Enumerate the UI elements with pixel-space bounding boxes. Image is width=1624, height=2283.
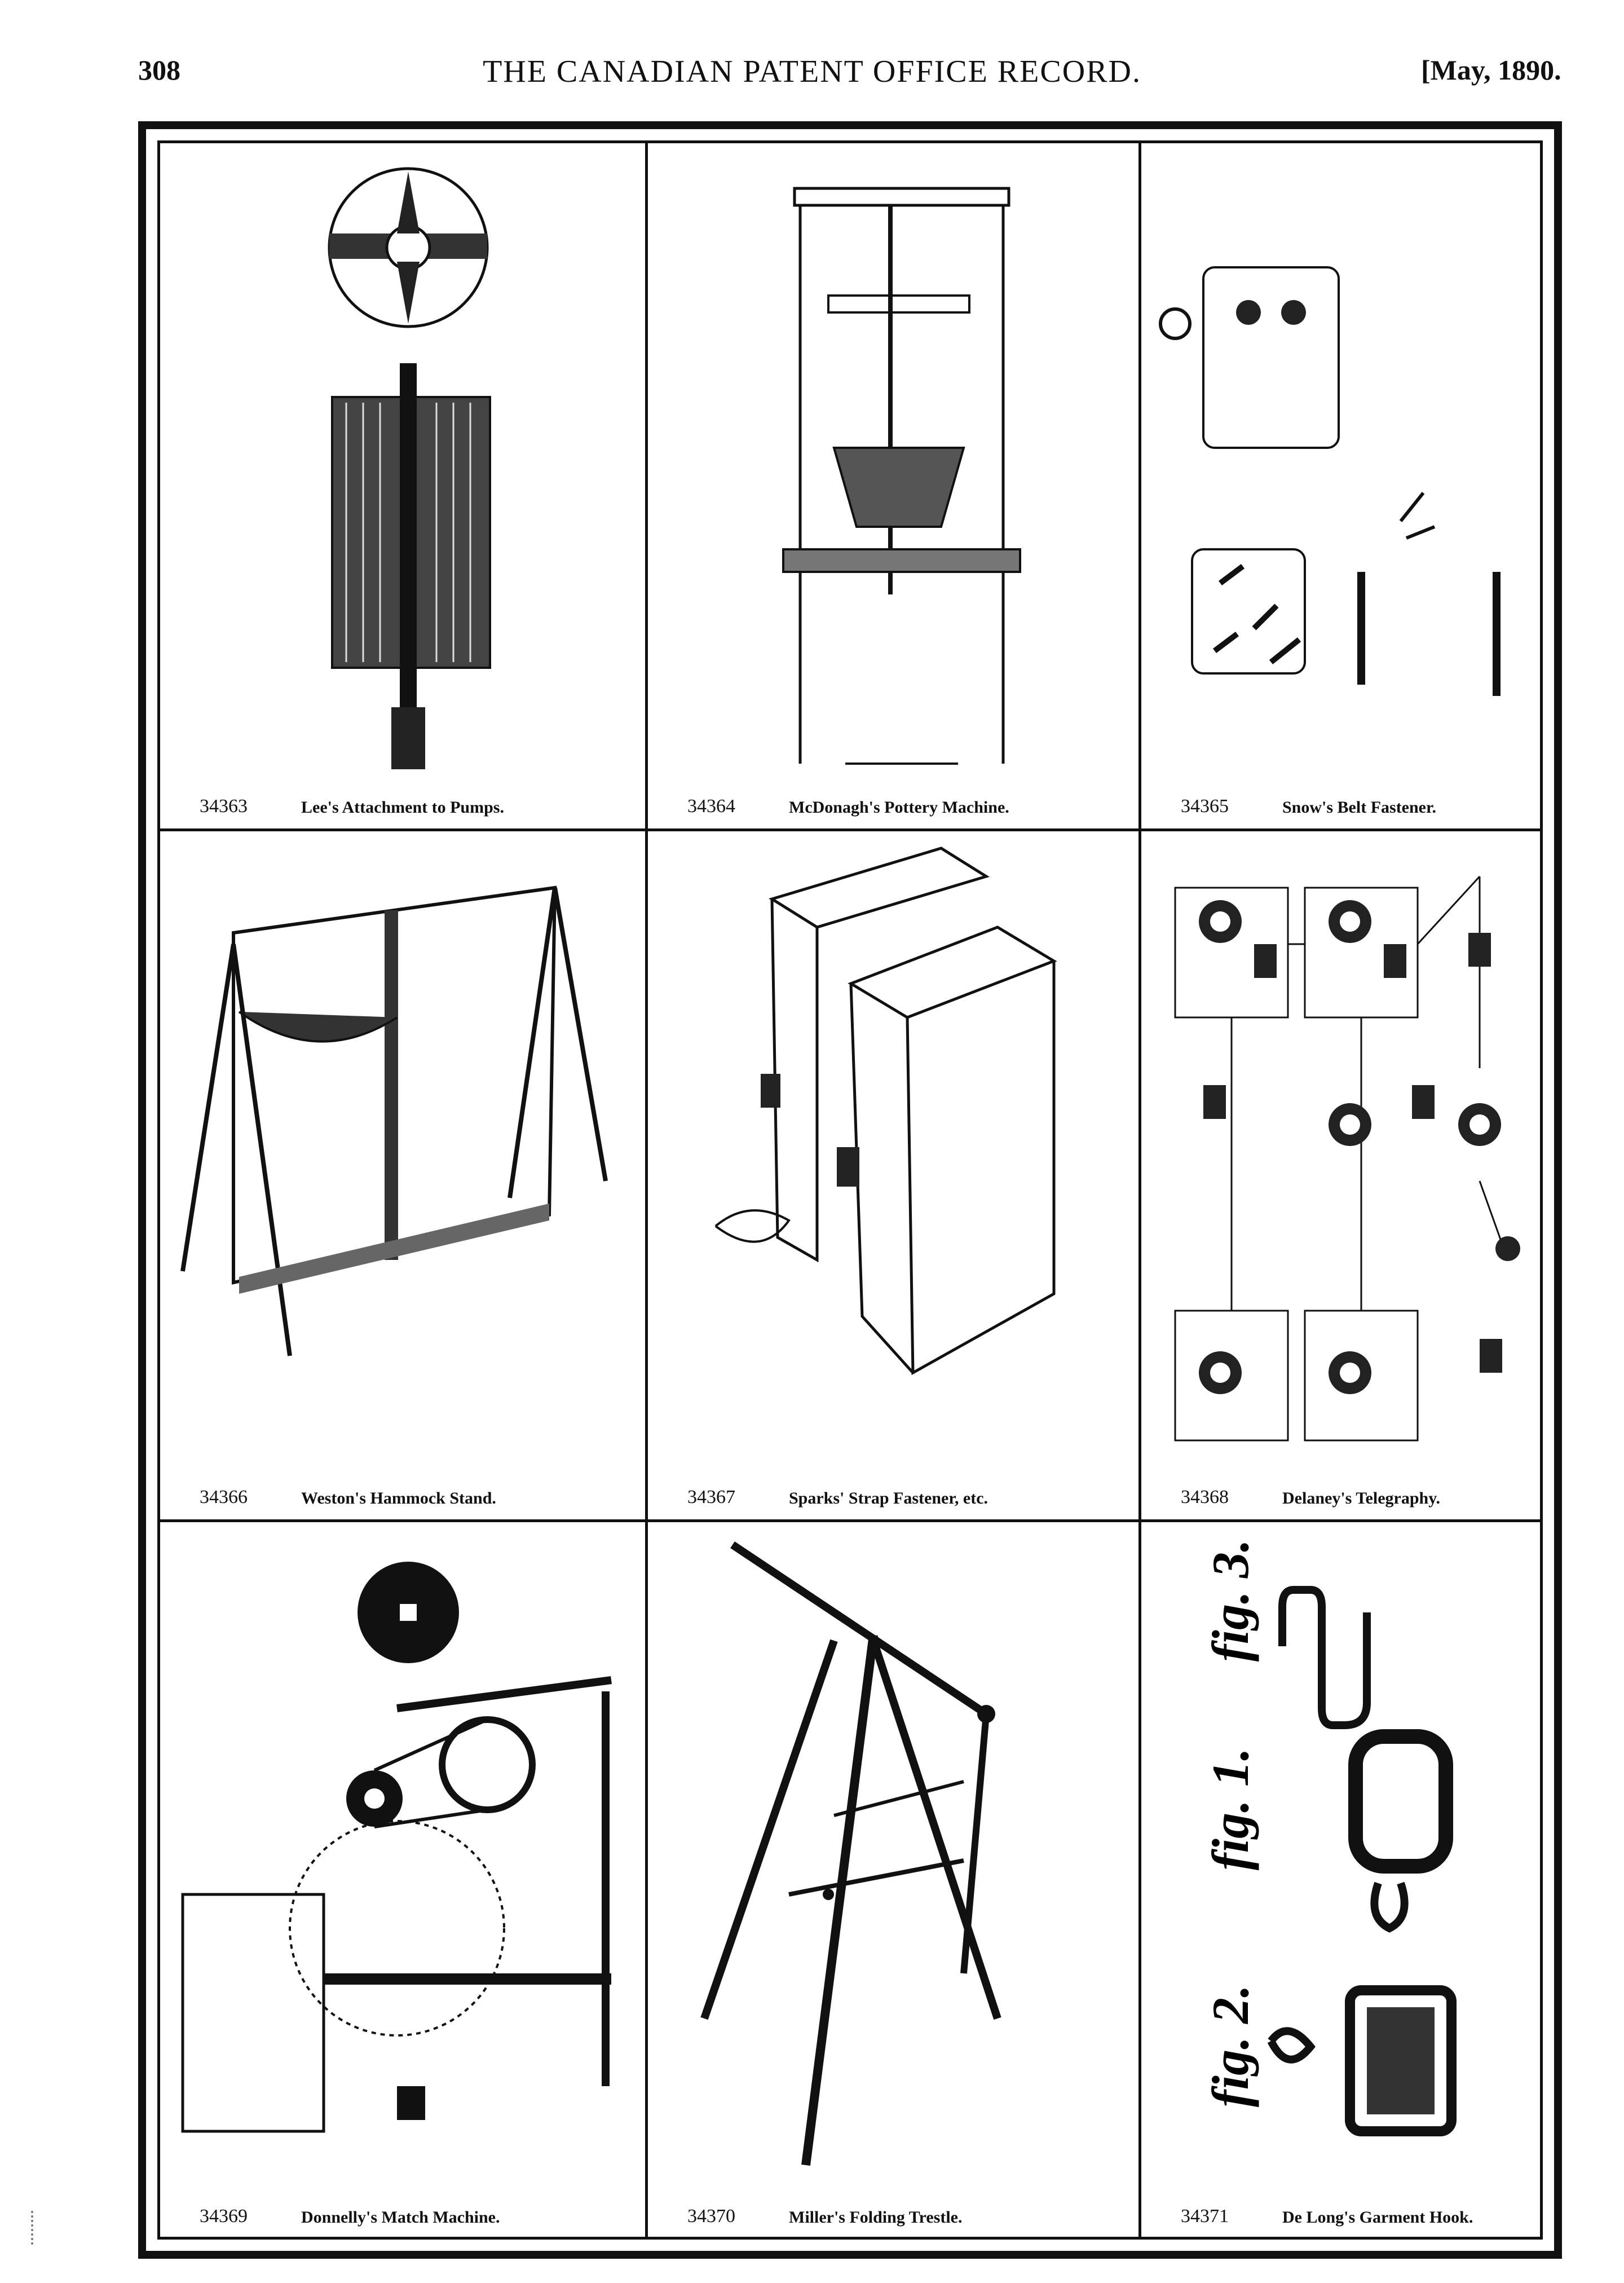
grid-divider-h2 bbox=[160, 1519, 1540, 1522]
plate-frame: 34363 Lee's Attachment to Pumps. 3 bbox=[138, 121, 1562, 2259]
patent-title: Lee's Attachment to Pumps. bbox=[301, 798, 504, 817]
fig-label-1: fig. 1. bbox=[1202, 1748, 1259, 1871]
patent-number: 34365 bbox=[1181, 796, 1229, 817]
patent-number: 34370 bbox=[687, 2206, 735, 2227]
patent-title: Donnelly's Match Machine. bbox=[301, 2208, 500, 2227]
patent-cell-34369: 34369 Donnelly's Match Machine. bbox=[160, 1522, 645, 2238]
folding-trestle-drawing bbox=[700, 1541, 1001, 2166]
patent-caption: 34365 Snow's Belt Fastener. bbox=[1141, 790, 1556, 817]
belt-fastener-drawing bbox=[1159, 266, 1501, 696]
patent-caption: 34368 Delaney's Telegraphy. bbox=[1141, 1481, 1556, 1508]
patent-cell-34367: 34367 Sparks' Strap Fastener, etc. bbox=[648, 831, 1138, 1519]
patent-title: Sparks' Strap Fastener, etc. bbox=[789, 1489, 988, 1508]
patent-title: Delaney's Telegraphy. bbox=[1282, 1489, 1441, 1508]
plate-inner-border: 34363 Lee's Attachment to Pumps. 3 bbox=[157, 140, 1543, 2240]
garment-hook-drawing bbox=[1267, 1586, 1457, 2136]
grid-divider-v1 bbox=[645, 143, 648, 2237]
patent-title: De Long's Garment Hook. bbox=[1282, 2208, 1473, 2227]
fig-label-3: fig. 3. bbox=[1202, 1539, 1259, 1662]
patent-caption: 34369 Donnelly's Match Machine. bbox=[160, 2200, 645, 2227]
patent-title: Weston's Hammock Stand. bbox=[301, 1489, 496, 1508]
match-machine-drawing bbox=[181, 1562, 612, 2133]
patent-cell-34371: fig. 3. fig. 1. fig. 2. 34371 De Long's … bbox=[1141, 1522, 1556, 2238]
patent-caption: 34371 De Long's Garment Hook. bbox=[1141, 2200, 1556, 2227]
patent-cell-34365: 34365 Snow's Belt Fastener. bbox=[1141, 143, 1556, 828]
pottery-machine-drawing bbox=[782, 187, 1021, 765]
pump-attachment-drawing bbox=[328, 167, 491, 769]
patent-number: 34367 bbox=[687, 1487, 735, 1508]
patent-cell-34370: 34370 Miller's Folding Trestle. bbox=[648, 1522, 1138, 2238]
grid-divider-v2 bbox=[1138, 143, 1141, 2237]
telegraphy-circuit-drawing bbox=[1174, 875, 1520, 1442]
patent-number: 34371 bbox=[1181, 2206, 1229, 2227]
patent-number: 34366 bbox=[200, 1487, 248, 1508]
patent-cell-34363: 34363 Lee's Attachment to Pumps. bbox=[160, 143, 645, 828]
strap-fastener-drawing bbox=[714, 847, 1057, 1376]
page-number: 308 bbox=[138, 54, 180, 86]
hammock-stand-drawing bbox=[180, 885, 608, 1356]
patent-number: 34368 bbox=[1181, 1487, 1229, 1508]
patent-number: 34364 bbox=[687, 796, 735, 817]
patent-cell-34364: 34364 McDonagh's Pottery Machine. bbox=[648, 143, 1138, 828]
patent-grid: 34363 Lee's Attachment to Pumps. 3 bbox=[160, 143, 1540, 2237]
patent-caption: 34367 Sparks' Strap Fastener, etc. bbox=[648, 1481, 1138, 1508]
page-header: 308 THE CANADIAN PATENT OFFICE RECORD. [… bbox=[0, 54, 1624, 104]
patent-caption: 34363 Lee's Attachment to Pumps. bbox=[160, 790, 645, 817]
scan-artifact-marks bbox=[31, 2211, 37, 2245]
patent-title: McDonagh's Pottery Machine. bbox=[789, 798, 1009, 817]
patent-cell-34368: 34368 Delaney's Telegraphy. bbox=[1141, 831, 1556, 1519]
patent-number: 34363 bbox=[200, 796, 248, 817]
issue-date: [May, 1890. bbox=[1421, 54, 1561, 86]
fig-label-2: fig. 2. bbox=[1202, 1985, 1259, 2108]
patent-caption: 34370 Miller's Folding Trestle. bbox=[648, 2200, 1138, 2227]
patent-title: Miller's Folding Trestle. bbox=[789, 2208, 963, 2227]
patent-cell-34366: 34366 Weston's Hammock Stand. bbox=[160, 831, 645, 1519]
grid-divider-h1 bbox=[160, 828, 1540, 831]
patent-caption: 34364 McDonagh's Pottery Machine. bbox=[648, 790, 1138, 817]
patent-number: 34369 bbox=[200, 2206, 248, 2227]
patent-caption: 34366 Weston's Hammock Stand. bbox=[160, 1481, 645, 1508]
publication-title: THE CANADIAN PATENT OFFICE RECORD. bbox=[483, 54, 1141, 89]
patent-title: Snow's Belt Fastener. bbox=[1282, 798, 1437, 817]
